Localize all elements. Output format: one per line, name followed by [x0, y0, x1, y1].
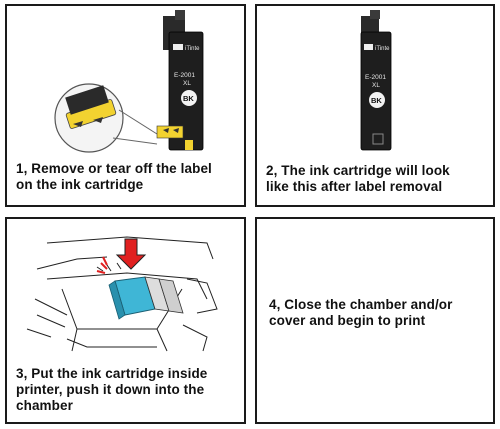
ink-cartridge-without-label: iTinte E-2001 XL BK — [360, 10, 392, 151]
magnified-label-tab-image — [54, 83, 124, 153]
cartridge-size: XL — [372, 82, 380, 89]
ink-cartridge-with-label: iTinte E-2001 XL BK — [156, 10, 204, 151]
step-3-panel: 3, Put the ink cartridge inside printer,… — [5, 217, 246, 424]
cartridge-brand: iTinte — [185, 46, 200, 52]
cartridge-color-code: BK — [183, 94, 194, 103]
push-down-arrow-icon — [96, 238, 147, 274]
cyan-cartridge-in-chamber — [108, 276, 184, 320]
step-2-panel: iTinte E-2001 XL BK 2, The ink cartridge… — [255, 4, 495, 207]
cartridge-model: E-2001 — [365, 74, 386, 81]
step-3-caption: 3, Put the ink cartridge inside printer,… — [16, 366, 208, 413]
step-4-panel: 4, Close the chamber and/or cover and be… — [255, 217, 495, 424]
cartridge-label-removal-illustration: iTinte E-2001 XL BK — [54, 10, 204, 153]
printer-insertion-illustration — [26, 236, 218, 352]
step-4-caption: 4, Close the chamber and/or cover and be… — [269, 297, 453, 328]
cartridge-size: XL — [183, 80, 191, 87]
step-1-caption: 1, Remove or tear off the label on the i… — [16, 161, 212, 192]
cartridge-brand: iTinte — [375, 46, 390, 52]
cartridge-model: E-2001 — [174, 72, 195, 79]
cartridge-color-code: BK — [371, 96, 382, 105]
step-2-caption: 2, The ink cartridge will look like this… — [266, 163, 450, 194]
cartridge-after-label-removal-illustration: iTinte E-2001 XL BK — [360, 10, 392, 151]
step-1-panel: iTinte E-2001 XL BK 1, Remove or tear of… — [5, 4, 246, 207]
